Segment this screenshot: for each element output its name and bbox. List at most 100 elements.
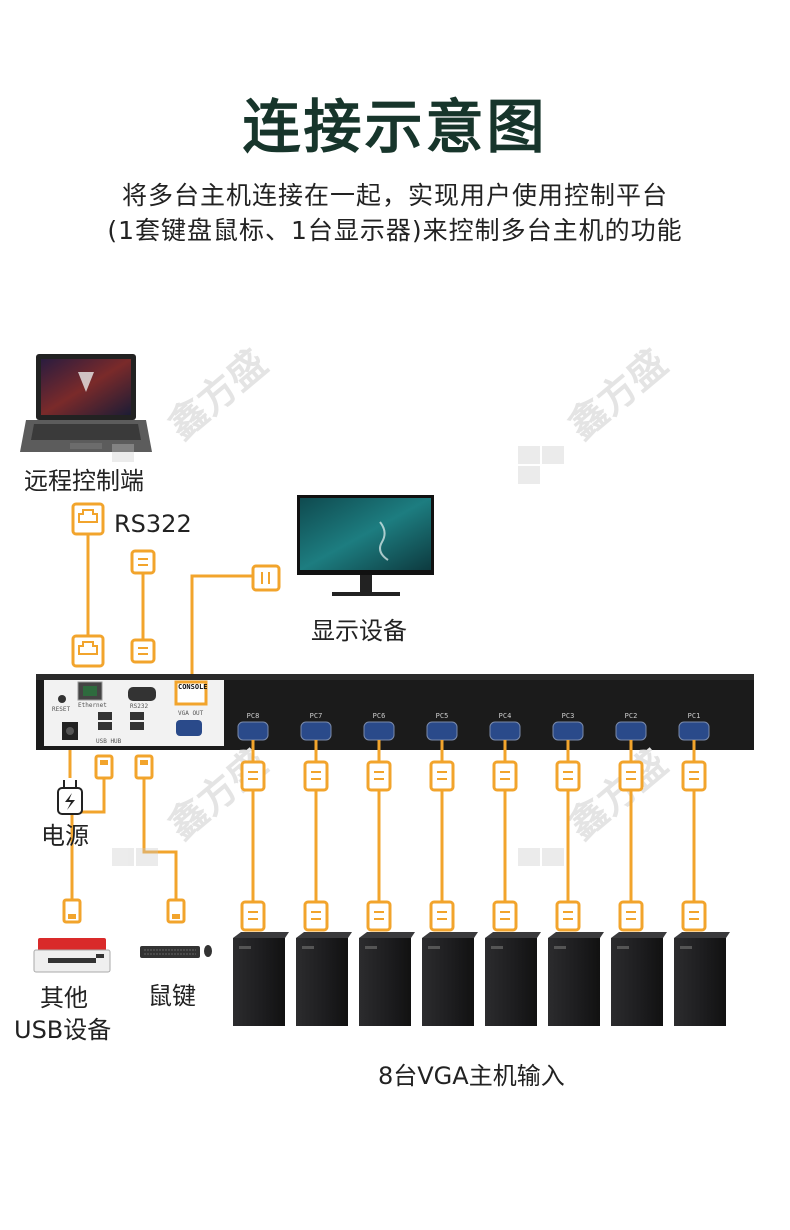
- vga-connector: [429, 900, 455, 932]
- vga-connector: [366, 760, 392, 792]
- tower-body: [233, 938, 285, 1026]
- vga-out-label: VGA OUT: [178, 710, 204, 717]
- pc-port-label: PC8: [247, 712, 260, 720]
- printer-icon: [33, 938, 111, 973]
- page-title: 连接示意图: [242, 93, 548, 161]
- pc-port-label: PC6: [373, 712, 386, 720]
- tower-drive: [491, 946, 503, 949]
- rs232-connector-bottom: [130, 638, 156, 664]
- pc-port-label: PC4: [499, 712, 512, 720]
- tower-drive: [365, 946, 377, 949]
- tower-body: [548, 938, 600, 1026]
- vga-connector: [429, 760, 455, 792]
- pc-port-1: PC8: [233, 712, 289, 1026]
- display-device-label: 显示设备: [311, 617, 407, 645]
- remote-control-label: 远程控制端: [24, 467, 144, 495]
- ethernet-label: Ethernet: [78, 702, 107, 709]
- vga-port: [237, 721, 269, 741]
- host-tower-icon: [485, 932, 541, 1026]
- keyboard-icon: [140, 946, 200, 958]
- watermark-text: 鑫方盛: [160, 741, 276, 848]
- vga-connector: [555, 900, 581, 932]
- host-tower-icon: [611, 932, 667, 1026]
- tower-body: [674, 938, 726, 1026]
- tower-top: [611, 932, 667, 938]
- watermark-text: 鑫方盛: [560, 341, 676, 448]
- vga-connector: [492, 760, 518, 792]
- tower-body: [485, 938, 537, 1026]
- vga-connector-monitor: [251, 564, 281, 592]
- vga-connector: [240, 760, 266, 792]
- vga-connector: [492, 900, 518, 932]
- pc-port-2: PC7: [296, 712, 352, 1026]
- vga-port: [489, 721, 521, 741]
- subtitle-line-1: 将多台主机连接在一起，实现用户使用控制平台: [121, 181, 668, 210]
- vga-connector: [240, 900, 266, 932]
- watermark-logo: [112, 444, 564, 866]
- vga-connector: [681, 900, 707, 932]
- pc-port-label: PC3: [562, 712, 575, 720]
- power-label: 电源: [41, 822, 89, 850]
- rj45-icon: [71, 502, 105, 536]
- tower-body: [611, 938, 663, 1026]
- pc-port-4: PC5: [422, 712, 478, 1026]
- pc-port-8: PC1: [674, 712, 730, 1026]
- tower-drive: [617, 946, 629, 949]
- tower-top: [359, 932, 415, 938]
- usb-connector: [94, 754, 114, 780]
- tower-drive: [239, 946, 251, 949]
- vga-port: [426, 721, 458, 741]
- pc-port-label: PC7: [310, 712, 323, 720]
- cable-group: [68, 534, 253, 900]
- reset-label: RESET: [52, 706, 71, 713]
- pc-port-group: PC8 PC7 PC6 PC5 PC4 PC3 PC2 PC1: [233, 712, 730, 1026]
- tower-top: [485, 932, 541, 938]
- pc-port-6: PC3: [548, 712, 604, 1026]
- vga-connector: [303, 760, 329, 792]
- tower-body: [359, 938, 411, 1026]
- power-adapter-icon: [57, 780, 83, 815]
- host-tower-icon: [422, 932, 478, 1026]
- hosts-label: 8台VGA主机输入: [378, 1062, 565, 1090]
- tower-body: [422, 938, 474, 1026]
- pc-port-5: PC4: [485, 712, 541, 1026]
- other-usb-label-1: 其他: [40, 984, 88, 1012]
- keyboard-mouse-label: 鼠键: [148, 982, 196, 1010]
- usb-connector: [134, 754, 154, 780]
- tower-top: [422, 932, 478, 938]
- usb-connector: [166, 898, 186, 924]
- vga-connector: [618, 760, 644, 792]
- rs232-label: RS232: [130, 703, 149, 710]
- tower-drive: [680, 946, 692, 949]
- vga-port: [363, 721, 395, 741]
- watermark-text: 鑫方盛: [560, 741, 676, 848]
- pc-port-label: PC1: [688, 712, 701, 720]
- vga-connector: [681, 760, 707, 792]
- host-tower-icon: [548, 932, 604, 1026]
- host-tower-icon: [359, 932, 415, 1026]
- tower-body: [296, 938, 348, 1026]
- vga-port: [615, 721, 647, 741]
- console-label: CONSOLE: [178, 683, 208, 691]
- vga-port: [552, 721, 584, 741]
- pc-port-label: PC5: [436, 712, 449, 720]
- other-usb-label-2: USB设备: [14, 1016, 112, 1044]
- host-tower-icon: [233, 932, 289, 1026]
- vga-connector: [366, 900, 392, 932]
- pc-port-7: PC2: [611, 712, 667, 1026]
- host-tower-icon: [674, 932, 730, 1026]
- pc-port-3: PC6: [359, 712, 415, 1026]
- pc-port-label: PC2: [625, 712, 638, 720]
- tower-top: [548, 932, 604, 938]
- usb-connector: [62, 898, 82, 924]
- host-tower-icon: [296, 932, 352, 1026]
- tower-drive: [554, 946, 566, 949]
- tower-top: [296, 932, 352, 938]
- rj45-icon: [71, 634, 105, 668]
- vga-connector: [303, 900, 329, 932]
- watermark-text: 鑫方盛: [160, 341, 276, 448]
- subtitle-line-2: (1套键盘鼠标、1台显示器)来控制多台主机的功能: [107, 216, 683, 245]
- vga-connector: [618, 900, 644, 932]
- tower-top: [233, 932, 289, 938]
